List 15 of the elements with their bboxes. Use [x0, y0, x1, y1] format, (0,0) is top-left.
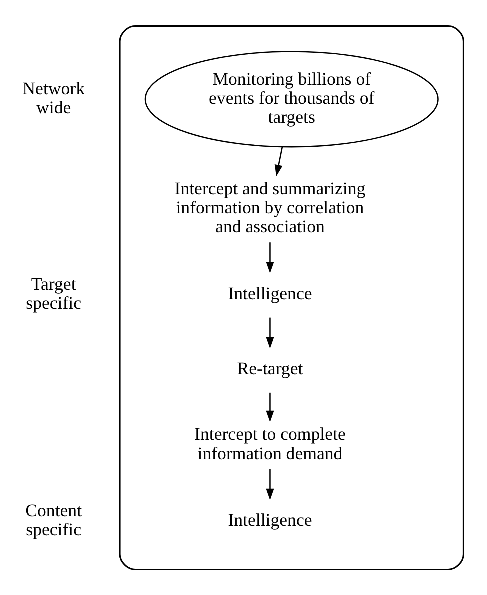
label: Content specific: [26, 500, 82, 540]
node-text: Intercept and summarizing information by correlation and association: [174, 178, 366, 236]
node-text: Intelligence: [228, 510, 312, 530]
node-ellipse: Monitoring billions of events for thousands of targets: [144, 50, 439, 148]
node-text: Re-target: [237, 358, 304, 378]
arrow: [266, 242, 274, 273]
label: Target specific: [26, 273, 82, 313]
node-text: Intelligence: [228, 282, 312, 303]
node-text: Intercept to complete information demand: [194, 424, 346, 463]
arrow: [266, 317, 274, 348]
cluster: [119, 25, 464, 570]
arrow: [274, 146, 284, 176]
arrow: [266, 468, 274, 500]
label: Network wide: [22, 78, 86, 118]
arrow: [266, 392, 274, 422]
